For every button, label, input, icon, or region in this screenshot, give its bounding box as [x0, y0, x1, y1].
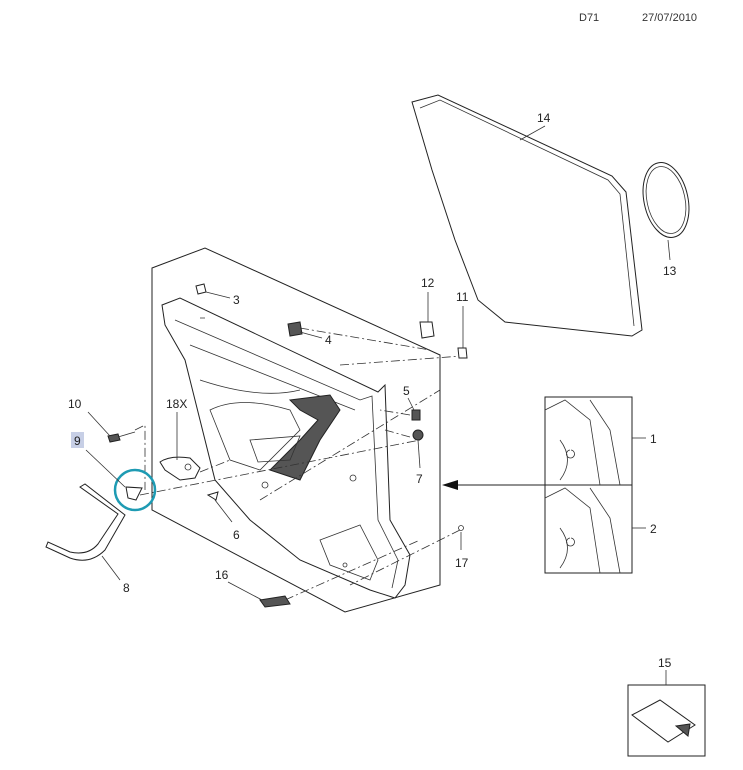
callout-5[interactable]: 5 [403, 384, 410, 398]
part-9-cover[interactable] [125, 486, 143, 501]
callout-18x[interactable]: 18X [166, 397, 187, 411]
part-18x-handle[interactable] [159, 456, 201, 481]
callout-1[interactable]: 1 [650, 432, 657, 446]
highlight-circle [113, 468, 157, 512]
part-4-clip[interactable] [287, 321, 303, 337]
leader-10 [87, 411, 111, 437]
leader-13 [667, 239, 671, 261]
diagram-code: D71 [579, 12, 599, 24]
leader-16 [227, 581, 263, 601]
part-14-water-shield[interactable] [411, 94, 643, 337]
part-15-kit[interactable] [627, 684, 706, 757]
callout-12[interactable]: 12 [421, 276, 435, 290]
callout-10[interactable]: 10 [68, 397, 82, 411]
part-17-clip[interactable] [458, 525, 464, 531]
arrow-head-icon [442, 480, 458, 490]
inset-detail [544, 396, 646, 574]
callout-3[interactable]: 3 [233, 293, 240, 307]
leader-8 [101, 555, 121, 581]
part-16-screw[interactable] [259, 595, 291, 608]
part-8-trim-strip[interactable] [45, 483, 126, 561]
callout-2[interactable]: 2 [650, 522, 657, 536]
callout-15[interactable]: 15 [658, 656, 672, 670]
part-12-bracket[interactable] [419, 321, 435, 339]
part-10-screw[interactable] [107, 431, 136, 443]
leader-6 [214, 499, 233, 523]
leader-3 [205, 291, 231, 299]
diagram-date: 27/07/2010 [642, 12, 697, 24]
callout-9-highlight [71, 432, 84, 448]
part-11-clip[interactable] [457, 347, 468, 359]
door-trim-panel[interactable] [161, 297, 411, 599]
callout-11[interactable]: 11 [456, 290, 469, 304]
callout-8[interactable]: 8 [123, 581, 130, 595]
part-13-seal[interactable] [637, 158, 696, 241]
leader-14 [519, 125, 546, 141]
leader-5 [407, 397, 415, 411]
part-7-clip[interactable] [412, 429, 424, 441]
leader-9 [85, 449, 126, 488]
leader-4 [299, 331, 323, 339]
callout-7[interactable]: 7 [416, 472, 423, 486]
part-5-clip[interactable] [411, 409, 421, 421]
callout-6[interactable]: 6 [233, 528, 240, 542]
part-6-clip[interactable] [206, 491, 219, 501]
door-panel-frame [151, 247, 441, 613]
leader-7 [417, 439, 421, 469]
callout-14[interactable]: 14 [537, 111, 551, 125]
callout-13[interactable]: 13 [663, 264, 677, 278]
part-3-clip[interactable] [195, 283, 207, 295]
callout-4[interactable]: 4 [325, 333, 332, 347]
callout-9[interactable]: 9 [74, 434, 81, 448]
callout-16[interactable]: 16 [215, 568, 229, 582]
callout-17[interactable]: 17 [455, 556, 469, 570]
